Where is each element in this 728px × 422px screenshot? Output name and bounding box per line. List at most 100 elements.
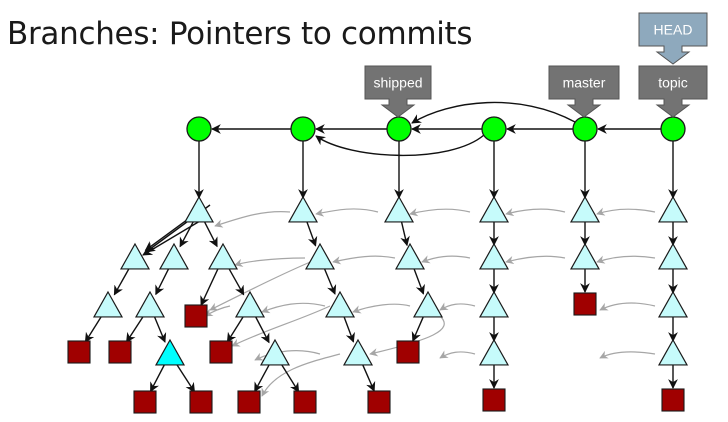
tree-node-icon xyxy=(657,195,689,223)
head-label-shape xyxy=(638,12,708,65)
blob-node-icon xyxy=(67,340,91,364)
reused-object-arrow xyxy=(505,208,566,217)
tree-node-icon xyxy=(119,242,151,270)
tree-node-icon xyxy=(657,242,689,270)
reused-object-arrow xyxy=(505,255,566,265)
pointer-arrow xyxy=(323,267,337,295)
pointer-arrow xyxy=(175,362,196,393)
pointer-arrow xyxy=(411,315,425,342)
tree-node-icon xyxy=(394,242,426,270)
pointer-arrow xyxy=(280,362,300,393)
reused-object-arrow xyxy=(439,350,476,359)
blob-node-icon xyxy=(661,388,685,412)
pointer-arrow xyxy=(413,268,425,295)
blob-node-icon xyxy=(237,390,261,414)
blob-node-icon xyxy=(189,390,213,414)
tree-node-icon xyxy=(92,290,124,318)
blob-node-icon xyxy=(293,390,317,414)
tree-node-icon xyxy=(259,338,291,366)
reused-object-arrow xyxy=(599,302,656,311)
edges xyxy=(84,101,678,393)
blob-node-icon xyxy=(482,388,506,412)
branch-label-topic: topic xyxy=(638,65,708,118)
pointer-arrow xyxy=(343,316,355,343)
branch-labels: shipped master topic HEAD xyxy=(364,12,708,118)
tree-node-icon xyxy=(478,290,510,318)
reused-object-arrow xyxy=(439,302,476,311)
commit-node-icon xyxy=(572,116,598,142)
pointer-arrow xyxy=(144,216,191,251)
blob-node-icon xyxy=(184,304,208,328)
slide-title: Branches: Pointers to commits xyxy=(7,16,473,52)
tree-node-icon xyxy=(324,290,356,318)
branch-label-master-shape xyxy=(548,65,620,118)
branch-label-master: master xyxy=(548,65,620,118)
tree-node-icon xyxy=(287,195,319,223)
tree-node-icon xyxy=(383,195,415,223)
pointer-arrow xyxy=(226,314,245,343)
blob-node-icon xyxy=(108,340,132,364)
tree-node-icon xyxy=(234,290,266,318)
reused-object-arrow xyxy=(254,350,321,361)
branch-label-topic-text: topic xyxy=(658,75,688,91)
blob-node-icon xyxy=(133,390,157,414)
pointer-arrow xyxy=(142,217,206,256)
commit-node-icon xyxy=(290,116,316,142)
pointer-arrow xyxy=(153,315,167,343)
branch-label-master-text: master xyxy=(563,75,606,91)
tree-node-icon xyxy=(478,195,510,223)
pointer-arrow xyxy=(113,267,131,296)
pointer-arrow xyxy=(149,363,166,393)
pointer-arrow xyxy=(400,221,410,247)
pointer-arrow xyxy=(227,267,245,296)
tree-node-icon xyxy=(657,290,689,318)
reused-object-arrow xyxy=(231,305,331,347)
reused-object-arrow xyxy=(596,255,656,264)
tree-node-icon xyxy=(569,242,601,270)
merge-parent-arrow xyxy=(315,134,485,157)
commit-node-icon xyxy=(481,116,507,142)
pointer-arrow xyxy=(179,220,195,248)
pointer-arrow xyxy=(155,267,170,296)
commit-node-icon xyxy=(386,116,412,142)
tree-node-icon xyxy=(478,242,510,270)
tree-node-icon xyxy=(134,290,166,318)
pointer-arrow xyxy=(306,221,318,247)
tree-node-icon xyxy=(478,338,510,366)
tree-node-icon xyxy=(657,338,689,366)
reused-object-arrow xyxy=(421,255,471,264)
merge-parent-arrow xyxy=(411,101,576,124)
blob-node-icon xyxy=(209,340,233,364)
blob-node-icon xyxy=(396,340,420,364)
head-label-text: HEAD xyxy=(654,22,693,38)
commit-node-icon xyxy=(660,116,686,142)
tree-node-icon xyxy=(207,242,239,270)
blob-node-icon xyxy=(573,292,597,316)
tree-node-icon xyxy=(158,242,190,270)
head-label: HEAD xyxy=(638,12,708,65)
reused-object-arrow xyxy=(332,255,396,265)
reused-object-arrow xyxy=(261,353,341,397)
pointer-arrow xyxy=(361,363,376,392)
nodes xyxy=(67,116,689,414)
reused-object-arrow xyxy=(234,257,306,267)
reused-object-arrow xyxy=(352,303,411,314)
reused-object-arrow xyxy=(369,315,445,357)
tree-node-icon xyxy=(183,195,215,223)
reused-object-arrow xyxy=(204,305,231,317)
tree-node-icon xyxy=(569,195,601,223)
pointer-arrow xyxy=(254,315,270,344)
commit-node-icon xyxy=(186,116,212,142)
tree-node-icon xyxy=(304,242,336,270)
tree-node-icon xyxy=(412,290,444,318)
reused-object-arrow xyxy=(596,207,656,216)
reused-object-arrow xyxy=(315,208,379,217)
blob-node-icon xyxy=(367,390,391,414)
tree-node-icon xyxy=(342,338,374,366)
pointer-arrow xyxy=(200,267,219,307)
branch-label-shipped-shape xyxy=(364,65,432,118)
branch-label-shipped: shipped xyxy=(364,65,432,118)
reused-object-arrow xyxy=(409,208,471,217)
reused-object-arrow xyxy=(599,350,656,359)
